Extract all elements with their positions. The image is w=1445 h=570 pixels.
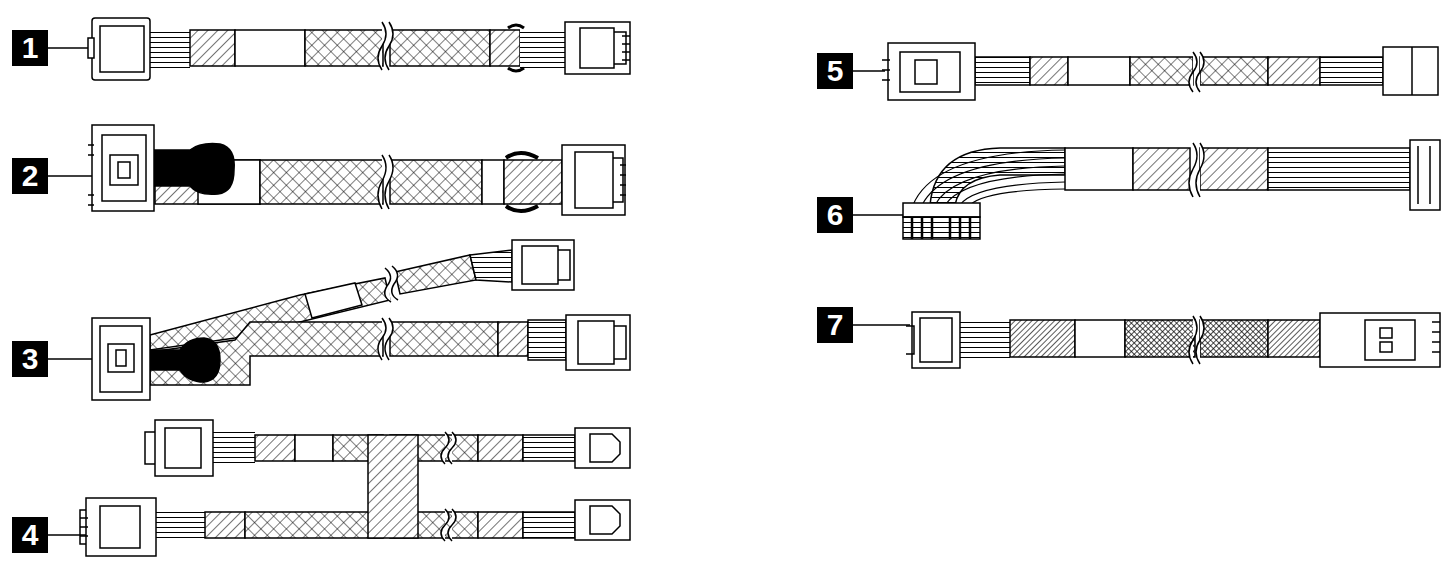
callout-number: 7: [817, 307, 853, 343]
callout-number: 1: [12, 30, 48, 66]
callout-number: 5: [817, 53, 853, 89]
cable-2: [88, 125, 626, 215]
callout-number: 6: [817, 197, 853, 233]
break-marks: [378, 22, 1204, 541]
callout-number: 4: [12, 517, 48, 553]
cable-6: [903, 140, 1440, 239]
cable-5: [882, 43, 1438, 100]
cable-7: [906, 312, 1440, 368]
leader-lines: [48, 48, 910, 535]
callout-number: 2: [12, 158, 48, 194]
cable-3: [92, 240, 630, 400]
cable-4: [80, 420, 630, 556]
callout-number: 3: [12, 341, 48, 377]
cable-1: [88, 18, 630, 80]
